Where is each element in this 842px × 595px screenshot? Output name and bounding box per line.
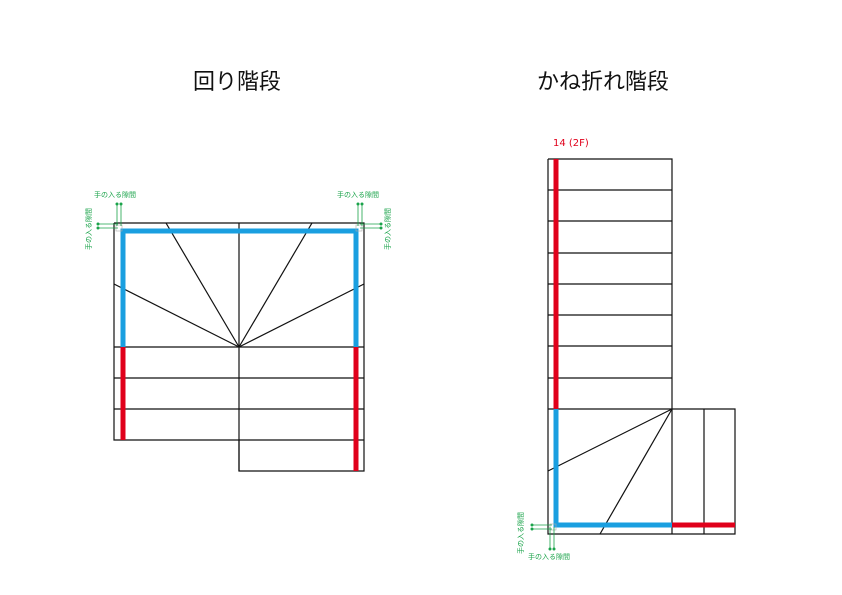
handrail-blue-turn <box>120 228 359 347</box>
gap-label: 手の入る隙間 <box>384 208 392 250</box>
l-stair-radial <box>547 408 673 472</box>
gap-label: 手の入る隙間 <box>94 191 136 199</box>
winder-stair-plan <box>113 222 365 472</box>
l-shaped-stair-plan <box>547 158 736 535</box>
winder-radial <box>238 222 313 348</box>
floor-label-2f: 14 (2F) <box>553 138 589 149</box>
gap-marks-left <box>96 202 383 232</box>
winder-radial <box>238 283 365 348</box>
winder-stair-title: 回り階段 <box>193 70 282 95</box>
winder-radial <box>165 222 240 348</box>
l-stair-radial <box>599 408 673 535</box>
gap-label: 手の入る隙間 <box>528 553 570 561</box>
l-stair-handrails <box>553 159 735 528</box>
gap-label: 手の入る隙間 <box>517 512 525 554</box>
handrail-blue-corner <box>553 409 672 528</box>
gap-label: 手の入る隙間 <box>85 208 93 250</box>
l-stair-title: かね折れ階段 <box>537 70 670 95</box>
winder-handrails <box>120 228 359 471</box>
winder-radial <box>113 283 240 348</box>
l-stair-outline <box>547 158 736 535</box>
gap-label: 手の入る隙間 <box>337 191 379 199</box>
gap-marks-right <box>530 523 557 551</box>
